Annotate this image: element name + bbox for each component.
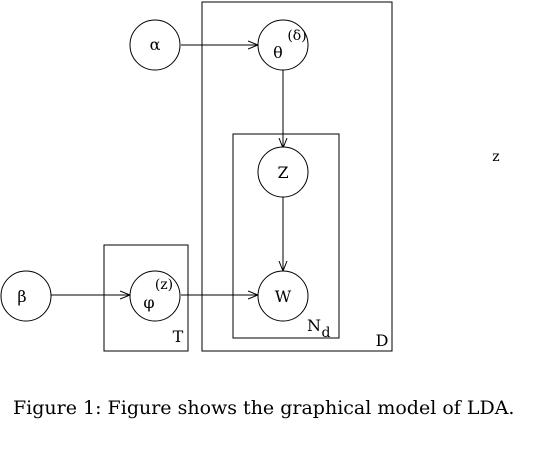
plate-topics-label: T (173, 327, 184, 346)
stray-z-label: z (492, 149, 499, 165)
node-w-label: W (275, 287, 292, 306)
node-theta-superscript: (δ) (287, 28, 306, 44)
node-theta-label: θ (273, 43, 283, 62)
node-phi: φ (z) (129, 270, 181, 322)
node-z: Z (257, 146, 309, 198)
node-phi-superscript: (z) (155, 277, 173, 293)
node-theta: θ (δ) (257, 19, 309, 71)
node-z-label: Z (277, 163, 288, 182)
plate-documents (201, 1, 393, 352)
node-w: W (257, 270, 309, 322)
node-alpha: α (129, 19, 181, 71)
lda-graphical-model: α θ (δ) Z W β φ (z) D N d T z (0, 1, 500, 352)
node-beta: β (0, 270, 52, 322)
plate-words-subscript: d (322, 325, 331, 341)
node-beta-label: β (17, 287, 26, 306)
plate-words (232, 133, 340, 339)
node-alpha-label: α (150, 35, 161, 54)
plate-documents-label: D (376, 331, 389, 350)
plate-topics (103, 244, 189, 352)
figure-caption: Figure 1: Figure shows the graphical mod… (13, 397, 515, 419)
node-phi-label: φ (143, 293, 154, 312)
plate-words-label: N (307, 316, 321, 335)
